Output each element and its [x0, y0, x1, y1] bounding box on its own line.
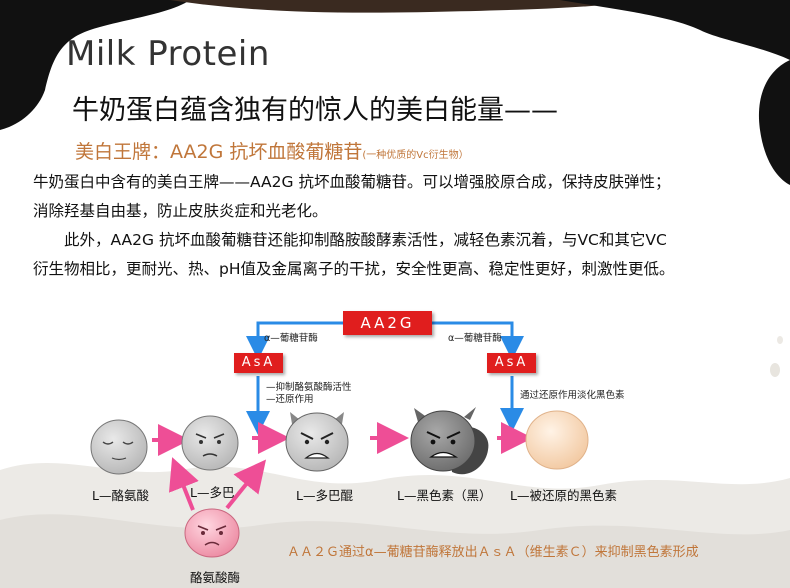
paragraph-2: 此外，AA2G 抗坏血酸葡糖苷还能抑制酪胺酸酵素活性，减轻色素沉着，与VC和其它…: [33, 226, 778, 284]
cow-spot-top-center: [170, 0, 640, 13]
arrow-aa2g-to-right-asa: [432, 321, 524, 360]
node-4-face: [410, 407, 489, 475]
cow-spot-top-right: [560, 0, 790, 60]
paragraph-1-line-1: 牛奶蛋白中含有的美白王牌——AA2G 抗坏血酸葡糖苷。可以增强胶原合成，保持皮肤…: [33, 173, 671, 191]
paragraph-2-line-1: 此外，AA2G 抗坏血酸葡糖苷还能抑制酪胺酸酵素活性，减轻色素沉着，与VC和其它…: [64, 231, 667, 249]
effect-label-2: —还原作用: [266, 394, 314, 405]
enzyme-label-left: α—葡糖苷酶: [264, 333, 318, 344]
effect-label-right: 通过还原作用淡化黑色素: [520, 390, 625, 401]
node-3-label: L—多巴醌: [296, 488, 353, 503]
aa2g-box: AA2G: [343, 311, 432, 335]
node-1-face: [90, 419, 148, 475]
node-4-label: L—黑色素（黑）: [397, 488, 492, 503]
subtitle-note: (一种优质的Vc衍生物）: [362, 150, 469, 161]
node-2-face: [181, 415, 239, 471]
node-5-face: [525, 410, 589, 470]
milk-drop: [770, 363, 780, 377]
effect-labels: —抑制酪氨酸酶活性 —还原作用: [266, 382, 352, 406]
asa-box-right: AsA: [487, 353, 536, 373]
diagram-caption: ＡＡ２Ｇ通过α—葡糖苷酶释放出ＡｓＡ（维生素Ｃ）来抑制黑色素形成: [287, 545, 699, 560]
node-6-label: 酪氨酸酶: [190, 570, 241, 585]
milk-drop: [777, 336, 783, 344]
title-chinese: 牛奶蛋白蕴含独有的惊人的美白能量——: [72, 95, 558, 126]
node-2-label: L—多巴: [190, 485, 235, 500]
title-english: Milk Protein: [66, 34, 270, 74]
cow-spot-top-left: [0, 0, 190, 130]
subtitle: 美白王牌：AA2G 抗坏血酸葡糖苷(一种优质的Vc衍生物）: [75, 137, 469, 164]
asa-box-left: AsA: [234, 353, 283, 373]
arrow-enzyme-to-n1n2: [168, 457, 199, 511]
subtitle-main: 美白王牌：AA2G 抗坏血酸葡糖苷: [75, 141, 363, 163]
arrow-aa2g-to-left-asa: [246, 321, 343, 360]
node-6-face: [184, 508, 240, 558]
paragraph-2-line-2: 衍生物相比，更耐光、热、pH值及金属离子的干扰，安全性更高、稳定性更好，刺激性更…: [33, 260, 675, 278]
paragraph-1-line-2: 消除羟基自由基，防止皮肤炎症和光老化。: [33, 202, 328, 220]
enzyme-label-right: α—葡糖苷酶: [448, 333, 502, 344]
arrow-enzyme-to-n2n3: [225, 459, 267, 510]
node-5-label: L—被还原的黑色素: [510, 488, 617, 503]
node-3-face: [285, 412, 349, 472]
cow-spot-right: [758, 60, 790, 185]
effect-label-1: —抑制酪氨酸酶活性: [266, 382, 352, 393]
node-1-label: L—酪氨酸: [92, 488, 149, 503]
paragraph-1: 牛奶蛋白中含有的美白王牌——AA2G 抗坏血酸葡糖苷。可以增强胶原合成，保持皮肤…: [33, 168, 773, 226]
